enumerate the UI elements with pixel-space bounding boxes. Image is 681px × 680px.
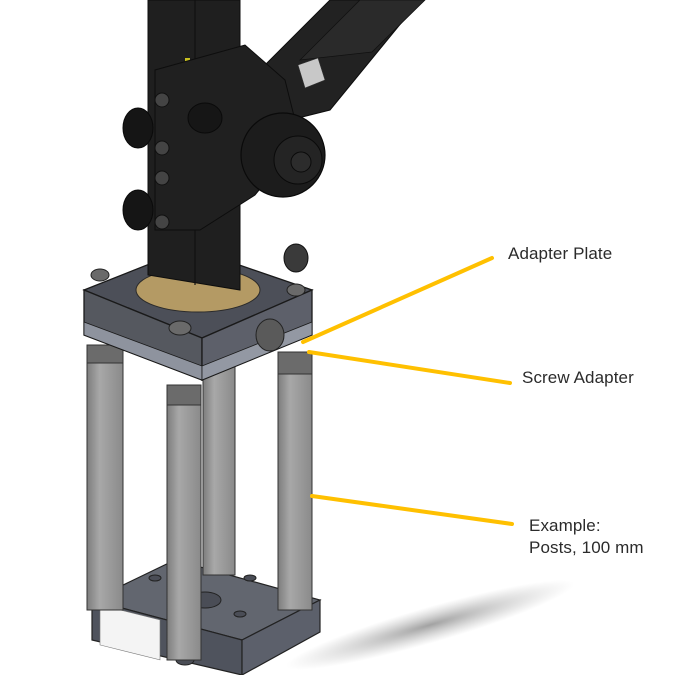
label-sticker	[99, 604, 161, 661]
callout-line-adapter-plate	[301, 256, 494, 344]
callout-lines	[301, 256, 514, 526]
rotation-mount-head	[122, 44, 326, 231]
callout-label-adapter-plate: Adapter Plate	[508, 244, 613, 263]
callout-label-screw-adapter: Screw Adapter	[522, 368, 634, 387]
scale-arm	[259, 0, 426, 121]
callout-label-posts-line1: Example:	[529, 516, 601, 535]
callout-label-posts-line2: Posts, 100 mm	[529, 538, 644, 557]
callout-line-screw-adapter	[307, 350, 512, 385]
screw-adapter-part	[277, 351, 313, 375]
callout-line-posts	[310, 494, 514, 526]
callout-label-posts: Example: Posts, 100 mm	[529, 515, 644, 559]
locking-knob	[255, 318, 285, 352]
posts	[86, 344, 313, 661]
ground-shadow	[285, 580, 575, 670]
